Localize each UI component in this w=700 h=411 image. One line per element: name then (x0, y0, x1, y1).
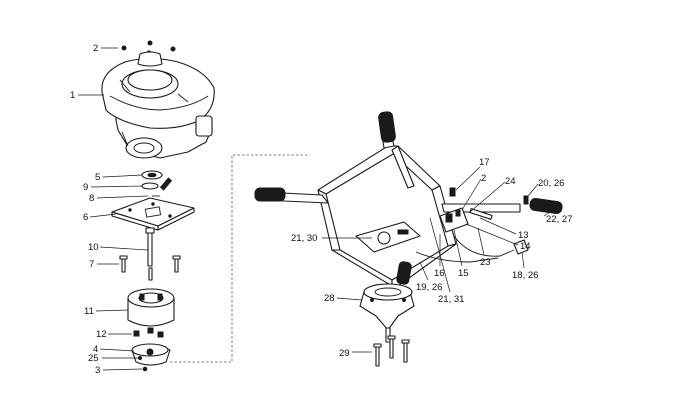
callout-21-30: 21, 30 (291, 233, 317, 244)
handle-frame-assembly (254, 111, 563, 367)
callout-7: 7 (89, 259, 94, 270)
callout-29: 29 (339, 348, 350, 359)
part-28-housing (359, 283, 415, 343)
right-grip (529, 197, 563, 215)
callout-16: 16 (434, 268, 445, 279)
callout-6: 6 (83, 212, 88, 223)
center-plate (355, 221, 421, 253)
callout-24: 24 (505, 176, 516, 187)
callout-3: 3 (95, 365, 100, 376)
left-grip (254, 187, 286, 202)
callout-2-engine: 2 (93, 43, 98, 54)
part-10-bolt (145, 227, 155, 281)
part-1-engine (101, 51, 215, 159)
callout-1: 1 (70, 90, 75, 101)
callout-labels: 1 2 3 4 5 6 7 8 9 10 11 12 25 17 2 24 20… (70, 43, 572, 376)
callout-10: 10 (88, 242, 99, 253)
engine-assembly (101, 40, 215, 372)
leader-lines (78, 47, 557, 371)
callout-25: 25 (88, 353, 99, 364)
bottom-grip (396, 261, 412, 285)
callout-18-26: 18, 26 (512, 270, 538, 281)
callout-23: 23 (480, 257, 491, 268)
callout-12: 12 (96, 329, 107, 340)
top-grip (378, 111, 396, 143)
part-12-pins (133, 327, 164, 338)
callout-17: 17 (479, 157, 490, 168)
part-25-gearbox (131, 343, 171, 366)
callout-20-26: 20, 26 (538, 178, 564, 189)
part-11-coupler (127, 288, 175, 327)
part-5-washer (141, 170, 163, 180)
part-3-screw (142, 366, 148, 372)
connection-dashed-line (170, 154, 310, 363)
part-7-bolts (119, 255, 181, 273)
callout-9: 9 (83, 182, 88, 193)
throttle-control (415, 187, 529, 263)
callout-19-26: 19, 26 (416, 282, 442, 293)
callout-5: 5 (95, 172, 100, 183)
callout-21-31: 21, 31 (438, 294, 464, 305)
callout-4: 4 (93, 344, 98, 355)
callout-2-frame: 2 (481, 173, 486, 184)
part-6-mounting-plate (111, 197, 195, 231)
callout-22-27: 22, 27 (546, 214, 572, 225)
part-29-bolts (373, 335, 410, 367)
callout-15: 15 (458, 268, 469, 279)
callout-28: 28 (324, 293, 335, 304)
callout-11: 11 (84, 306, 94, 317)
callout-8: 8 (89, 193, 94, 204)
part-8-9-key (141, 177, 173, 197)
callout-14: 14 (520, 241, 531, 252)
callout-13: 13 (518, 230, 529, 241)
